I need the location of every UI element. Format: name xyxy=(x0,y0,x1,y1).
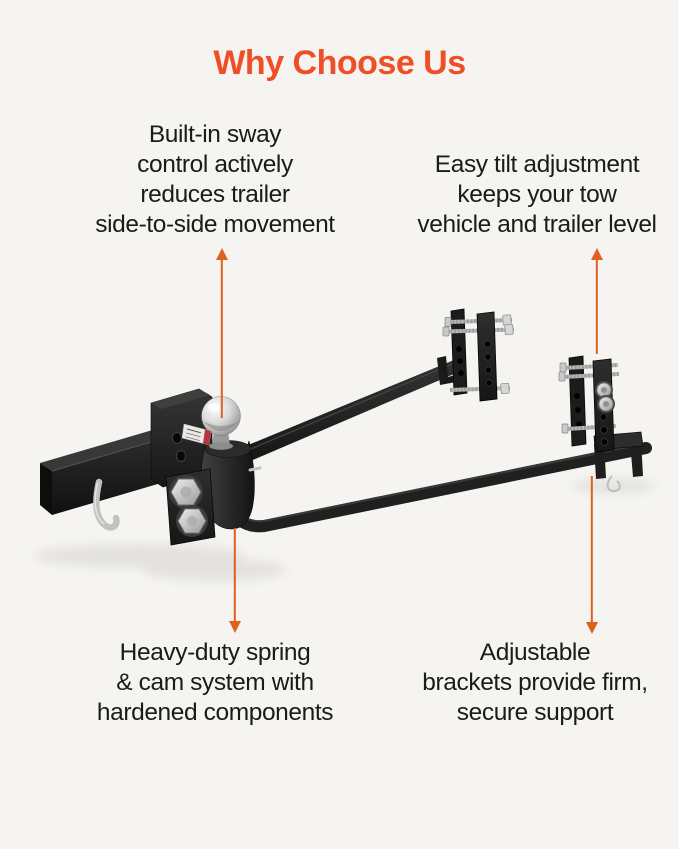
callout-line: Adjustable xyxy=(479,639,591,666)
arrow-line xyxy=(595,257,598,354)
callout-line: brackets provide firm, xyxy=(422,669,648,696)
arrow-head-icon xyxy=(215,248,228,260)
hitch-pin xyxy=(93,478,120,531)
callout-line: vehicle and trailer level xyxy=(417,211,657,238)
head-pin xyxy=(248,466,262,472)
retainer-clip xyxy=(606,475,621,493)
arrow-head-icon xyxy=(590,248,603,260)
bracket-left xyxy=(442,308,515,402)
callout-arrow-brackets xyxy=(585,476,598,634)
callout-line: Built-in sway xyxy=(148,121,282,148)
arrow-line xyxy=(590,476,593,625)
callout-tilt-adjustment: Easy tilt adjustment keeps your tow vehi… xyxy=(392,150,679,240)
warning-label xyxy=(181,423,212,446)
product-shadow xyxy=(35,479,656,581)
callout-line: & cam system with xyxy=(116,669,314,696)
callout-line: secure support xyxy=(456,699,614,726)
head-bolt-plate xyxy=(165,468,216,546)
bracket-right-bolts xyxy=(595,381,615,413)
callout-arrow-tilt xyxy=(590,248,603,354)
callout-adjustable-brackets: Adjustable brackets provide firm, secure… xyxy=(390,638,679,728)
callout-line: Heavy-duty spring xyxy=(119,639,311,666)
arrow-line xyxy=(233,528,236,624)
arrow-head-icon xyxy=(228,621,241,633)
callout-line: side-to-side movement xyxy=(95,211,335,238)
callout-sway-control: Built-in sway control actively reduces t… xyxy=(70,120,360,240)
bracket-right xyxy=(558,355,620,453)
callout-line: reduces trailer xyxy=(140,181,290,208)
arrow-line xyxy=(220,257,223,418)
page-title: Why Choose Us xyxy=(213,44,466,82)
callout-arrow-sway xyxy=(215,248,228,418)
callout-line: hardened components xyxy=(96,699,334,726)
callout-line: keeps your tow xyxy=(457,181,617,208)
arrow-head-icon xyxy=(585,622,598,634)
spring-bar-hook xyxy=(437,356,456,385)
spring-bar-upper xyxy=(236,356,461,465)
callout-line: Easy tilt adjustment xyxy=(434,151,640,178)
callout-line: control actively xyxy=(137,151,293,178)
callout-spring-cam-system: Heavy-duty spring & cam system with hard… xyxy=(70,638,360,728)
head-riser xyxy=(150,388,213,488)
callout-arrow-spring xyxy=(228,528,241,633)
